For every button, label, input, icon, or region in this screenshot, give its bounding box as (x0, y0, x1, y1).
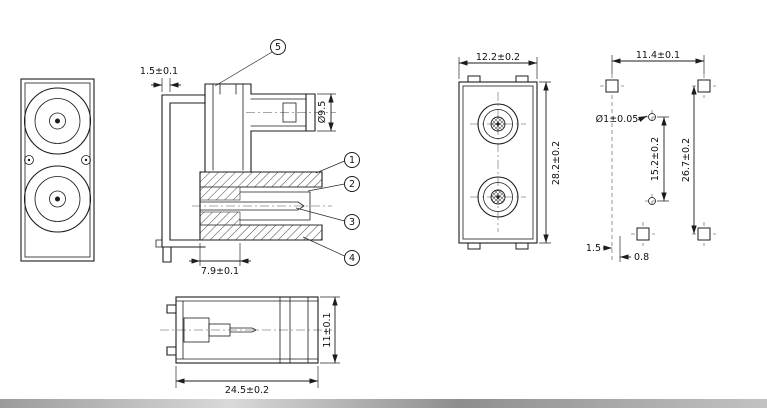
bottom-view: 11±0.1 24.5±0.2 (160, 296, 340, 396)
footprint-centerlines (600, 74, 716, 262)
section-view: 1 2 3 4 5 1.5±0.1 (140, 39, 360, 277)
pad-top-right (697, 79, 711, 93)
dim-hole-diameter: Ø1±0.05 (596, 114, 648, 125)
dim-hole-pitch: 15.2±0.2 (650, 116, 669, 202)
pin-assembly (183, 317, 257, 343)
callout-3: 3 (295, 207, 360, 230)
dim-hole-diameter-label: Ø1±0.05 (596, 114, 639, 125)
dim-barrel-diameter-label: Ø9.5 (317, 101, 328, 124)
sectioned-port (199, 171, 323, 241)
barrel-detail (282, 102, 297, 123)
front-view (20, 78, 95, 262)
callout-5-label: 5 (275, 42, 281, 53)
connector-body (204, 83, 252, 173)
pad-bottom-right (697, 227, 711, 241)
dim-overall-height-label: 26.7±0.2 (681, 138, 692, 182)
dim-rear-height-label: 28.2±0.2 (551, 141, 562, 185)
callout-3-label: 3 (349, 217, 355, 228)
dim-body-width-label: 24.5±0.2 (225, 385, 269, 396)
watermark-bar (0, 399, 767, 408)
center-pin (199, 201, 305, 211)
pad-top-left (605, 79, 619, 93)
rear-centerlines (470, 92, 526, 232)
dim-offset-b-label: 0.8 (634, 252, 649, 263)
dim-rear-width-label: 12.2±0.2 (476, 52, 520, 63)
mounting-plate (155, 94, 206, 263)
rear-port-bottom (477, 176, 519, 218)
dim-plate-thickness: 1.5±0.1 (140, 66, 181, 92)
bnc-port-top-circles (23, 87, 92, 155)
dim-pad-span-label: 11.4±0.1 (636, 50, 680, 61)
dim-overall-height: 26.7±0.2 (681, 86, 697, 234)
callout-5: 5 (214, 39, 286, 87)
callout-4: 4 (302, 236, 360, 266)
dim-body-height: 11±0.1 (320, 296, 340, 364)
dim-offset-b: 0.8 (620, 252, 649, 263)
pad-bottom-left (636, 227, 650, 241)
insulator-lines (239, 191, 311, 221)
dim-body-width: 24.5±0.2 (175, 366, 319, 396)
footprint-view: 11.4±0.1 Ø1±0.05 15.2±0.2 26.7±0.2 1.5 0… (586, 50, 716, 263)
dim-rear-width: 12.2±0.2 (458, 52, 538, 79)
dim-body-height-label: 11±0.1 (322, 312, 333, 347)
barrel-section-lines (279, 296, 309, 364)
bnc-port-bottom-circles (23, 165, 92, 233)
dim-rear-depth-label: 7.9±0.1 (201, 266, 239, 277)
dim-offset-a: 1.5 (586, 236, 621, 262)
dim-hole-pitch-label: 15.2±0.2 (650, 137, 661, 181)
solder-legs (166, 304, 177, 356)
callout-2-label: 2 (349, 179, 355, 190)
dim-barrel-diameter: Ø9.5 (317, 93, 336, 132)
dim-rear-height: 28.2±0.2 (539, 81, 562, 244)
upper-barrel (250, 93, 316, 132)
dim-plate-thickness-label: 1.5±0.1 (140, 66, 178, 77)
pin-hole-bottom (645, 194, 659, 208)
callout-2: 2 (307, 176, 360, 192)
dim-rear-depth: 7.9±0.1 (189, 243, 251, 277)
rear-port-top (477, 103, 519, 145)
bayonet-lug-circles (24, 155, 91, 165)
dim-pad-span: 11.4±0.1 (611, 50, 705, 74)
callout-1-label: 1 (349, 155, 355, 166)
callout-4-label: 4 (349, 253, 355, 264)
dim-offset-a-label: 1.5 (586, 243, 601, 254)
rear-view: 12.2±0.2 28.2±0.2 (458, 52, 562, 250)
callout-1: 1 (315, 152, 360, 174)
pin-hole-top (645, 110, 659, 124)
